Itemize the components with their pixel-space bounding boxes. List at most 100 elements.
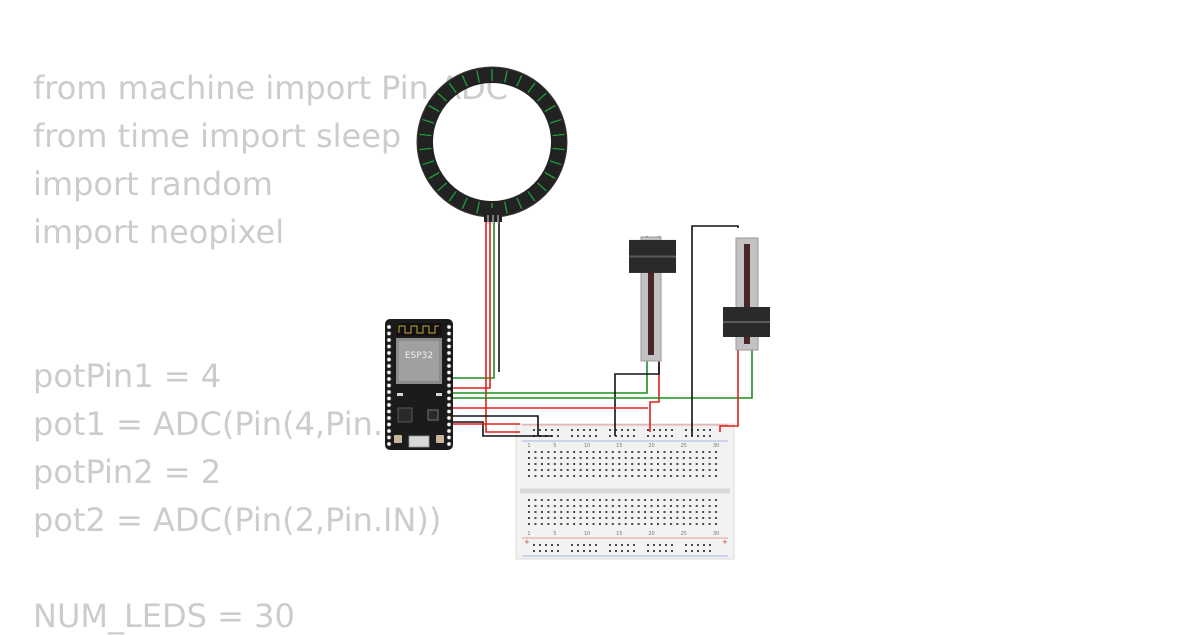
rail-hole[interactable] bbox=[665, 435, 667, 437]
breadboard-hole[interactable] bbox=[624, 499, 627, 501]
breadboard-hole[interactable] bbox=[682, 475, 685, 477]
rail-hole[interactable] bbox=[571, 429, 573, 431]
breadboard-hole[interactable] bbox=[540, 457, 543, 459]
rail-hole[interactable] bbox=[557, 550, 559, 552]
breadboard-hole[interactable] bbox=[669, 505, 672, 507]
breadboard-hole[interactable] bbox=[566, 463, 569, 465]
breadboard-hole[interactable] bbox=[573, 517, 576, 519]
esp32-pin[interactable] bbox=[446, 350, 452, 356]
breadboard-hole[interactable] bbox=[637, 517, 640, 519]
breadboard-hole[interactable] bbox=[618, 469, 621, 471]
breadboard-hole[interactable] bbox=[715, 505, 718, 507]
breadboard-hole[interactable] bbox=[689, 505, 692, 507]
rail-hole[interactable] bbox=[697, 429, 699, 431]
breadboard-hole[interactable] bbox=[676, 499, 679, 501]
breadboard-hole[interactable] bbox=[573, 451, 576, 453]
rail-hole[interactable] bbox=[595, 429, 597, 431]
rail-hole[interactable] bbox=[577, 550, 579, 552]
breadboard-hole[interactable] bbox=[657, 505, 659, 507]
rail-hole[interactable] bbox=[671, 550, 673, 552]
breadboard-hole[interactable] bbox=[644, 463, 647, 465]
breadboard-hole[interactable] bbox=[702, 463, 705, 465]
breadboard-hole[interactable] bbox=[650, 451, 653, 453]
rail-hole[interactable] bbox=[615, 550, 617, 552]
rail-hole[interactable] bbox=[571, 544, 573, 546]
breadboard-hole[interactable] bbox=[592, 499, 595, 501]
rail-hole[interactable] bbox=[633, 550, 635, 552]
breadboard-hole[interactable] bbox=[534, 505, 537, 507]
rail-hole[interactable] bbox=[571, 435, 573, 437]
breadboard-hole[interactable] bbox=[708, 517, 711, 519]
breadboard-hole[interactable] bbox=[637, 451, 640, 453]
rail-hole[interactable] bbox=[589, 429, 591, 431]
rail-hole[interactable] bbox=[539, 429, 541, 431]
breadboard-hole[interactable] bbox=[695, 475, 698, 477]
breadboard-hole[interactable] bbox=[528, 469, 530, 471]
breadboard-hole[interactable] bbox=[534, 463, 537, 465]
breadboard-hole[interactable] bbox=[540, 523, 543, 525]
esp32-pin[interactable] bbox=[386, 389, 392, 395]
breadboard-hole[interactable] bbox=[708, 469, 711, 471]
breadboard-hole[interactable] bbox=[560, 469, 563, 471]
esp32-pin[interactable] bbox=[386, 402, 392, 408]
breadboard-hole[interactable] bbox=[663, 517, 666, 519]
breadboard-hole[interactable] bbox=[618, 505, 621, 507]
esp32-pin[interactable] bbox=[446, 383, 452, 388]
breadboard-hole[interactable] bbox=[592, 457, 595, 459]
rail-hole[interactable] bbox=[633, 435, 635, 437]
esp32-pin[interactable] bbox=[446, 435, 452, 440]
breadboard-hole[interactable] bbox=[676, 523, 679, 525]
rail-hole[interactable] bbox=[671, 429, 673, 431]
breadboard-hole[interactable] bbox=[566, 505, 569, 507]
breadboard-hole[interactable] bbox=[618, 463, 621, 465]
breadboard-hole[interactable] bbox=[669, 469, 672, 471]
breadboard-hole[interactable] bbox=[682, 457, 685, 459]
rail-hole[interactable] bbox=[621, 544, 623, 546]
breadboard-hole[interactable] bbox=[650, 469, 653, 471]
breadboard-hole[interactable] bbox=[560, 505, 563, 507]
breadboard-hole[interactable] bbox=[624, 505, 627, 507]
breadboard-hole[interactable] bbox=[611, 505, 614, 507]
rail-hole[interactable] bbox=[665, 550, 667, 552]
breadboard-hole[interactable] bbox=[689, 475, 692, 477]
breadboard-hole[interactable] bbox=[586, 511, 589, 513]
breadboard-hole[interactable] bbox=[547, 475, 550, 477]
breadboard-hole[interactable] bbox=[702, 505, 705, 507]
breadboard-hole[interactable] bbox=[663, 523, 666, 525]
breadboard-hole[interactable] bbox=[528, 499, 530, 501]
breadboard-hole[interactable] bbox=[553, 457, 556, 459]
breadboard-hole[interactable] bbox=[715, 499, 718, 501]
breadboard-hole[interactable] bbox=[650, 511, 653, 513]
esp32-pin[interactable] bbox=[446, 396, 452, 401]
breadboard-hole[interactable] bbox=[560, 451, 563, 453]
rail-hole[interactable] bbox=[627, 550, 629, 552]
breadboard-hole[interactable] bbox=[682, 523, 685, 525]
breadboard-hole[interactable] bbox=[547, 463, 550, 465]
breadboard-hole[interactable] bbox=[579, 475, 582, 477]
breadboard-hole[interactable] bbox=[611, 469, 614, 471]
breadboard-hole[interactable] bbox=[657, 499, 659, 501]
esp32-pin[interactable] bbox=[446, 389, 452, 395]
breadboard-hole[interactable] bbox=[644, 505, 647, 507]
breadboard-hole[interactable] bbox=[611, 511, 614, 513]
breadboard-hole[interactable] bbox=[528, 517, 530, 519]
esp32-pin[interactable] bbox=[386, 324, 392, 330]
breadboard-hole[interactable] bbox=[553, 523, 556, 525]
rail-hole[interactable] bbox=[583, 544, 585, 546]
breadboard-hole[interactable] bbox=[715, 451, 718, 453]
breadboard-hole[interactable] bbox=[663, 463, 666, 465]
breadboard-hole[interactable] bbox=[657, 451, 659, 453]
breadboard-hole[interactable] bbox=[708, 451, 711, 453]
breadboard-hole[interactable] bbox=[715, 511, 718, 513]
esp32-pin[interactable] bbox=[386, 435, 392, 440]
rail-hole[interactable] bbox=[703, 429, 705, 431]
breadboard-hole[interactable] bbox=[618, 475, 621, 477]
breadboard-hole[interactable] bbox=[631, 505, 634, 507]
rail-hole[interactable] bbox=[583, 435, 585, 437]
breadboard-hole[interactable] bbox=[534, 499, 537, 501]
breadboard-hole[interactable] bbox=[566, 517, 569, 519]
breadboard-hole[interactable] bbox=[689, 499, 692, 501]
esp32-pin[interactable] bbox=[446, 409, 452, 414]
breadboard-hole[interactable] bbox=[715, 463, 718, 465]
breadboard-hole[interactable] bbox=[650, 463, 653, 465]
